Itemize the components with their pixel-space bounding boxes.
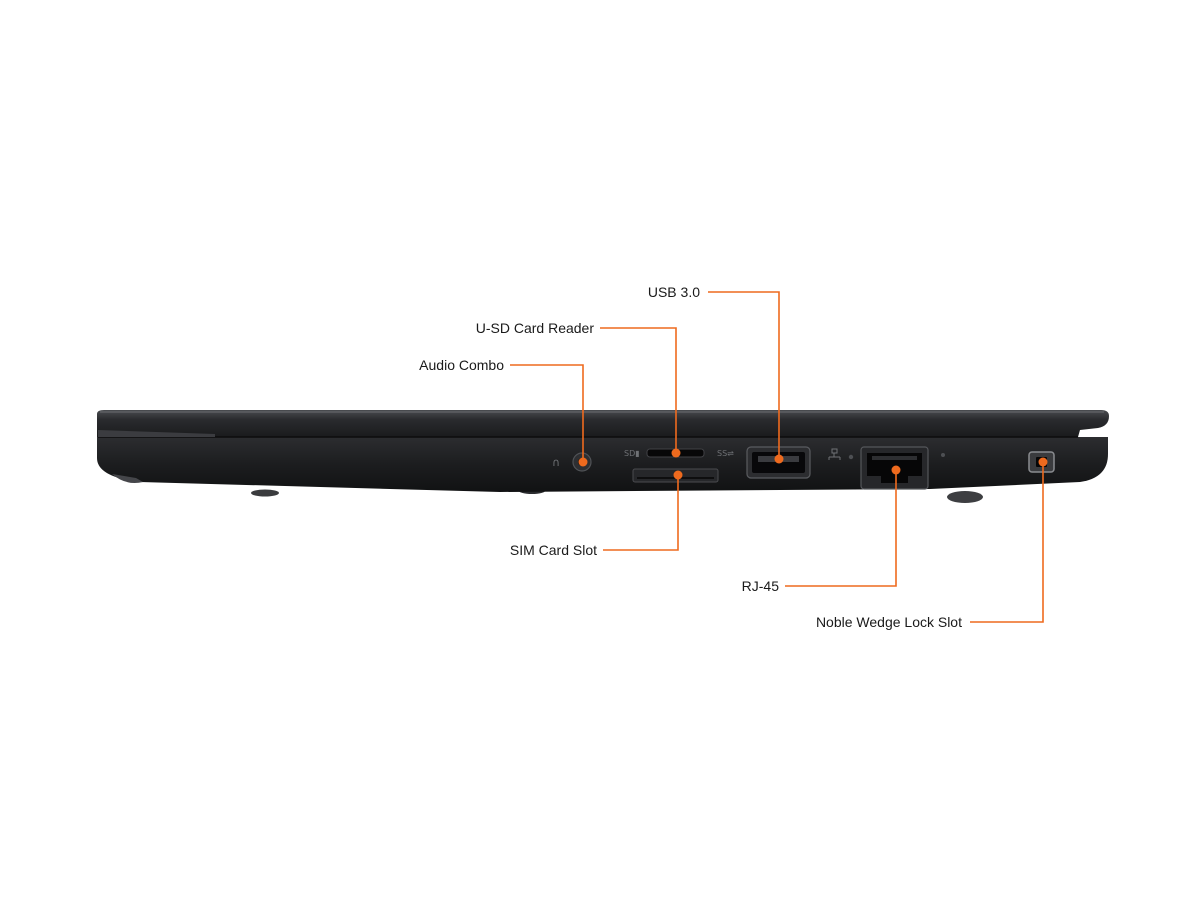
dot-sd-reader [671,448,681,458]
status-led [941,453,945,457]
headset-icon: ∩ [552,456,560,469]
superspeed-usb-icon: SS⇌ [717,449,734,458]
lid-bezel-gap [98,430,215,437]
leader-usb [708,291,780,458]
leader-sd-reader [600,327,677,453]
network-icon [828,448,841,460]
sd-card-reader: SD▮ [624,448,705,458]
laptop-lid [97,410,1109,437]
rubber-foot [251,489,279,497]
dot-audio [578,457,588,467]
status-led [848,454,854,460]
label-sim: SIM Card Slot [509,542,597,558]
leader-sim [603,476,679,551]
leader-audio [510,364,584,461]
base-front-edge [112,474,143,483]
dot-sim [673,470,683,480]
label-rj45: RJ-45 [741,578,779,594]
laptop-base [97,437,1108,492]
callout-dots [578,448,1048,480]
label-lock: Noble Wedge Lock Slot [815,614,962,630]
label-sd-reader: U-SD Card Reader [475,320,594,336]
label-audio: Audio Combo [419,357,504,373]
leader-rj45 [785,470,897,587]
label-usb: USB 3.0 [647,284,700,300]
dot-rj45 [891,465,901,475]
rubber-foot [947,491,983,503]
callout-leaders [510,291,1044,623]
dot-usb [774,454,784,464]
sd-icon: SD▮ [624,449,640,458]
leader-lock [970,462,1044,623]
dot-lock [1038,457,1048,467]
